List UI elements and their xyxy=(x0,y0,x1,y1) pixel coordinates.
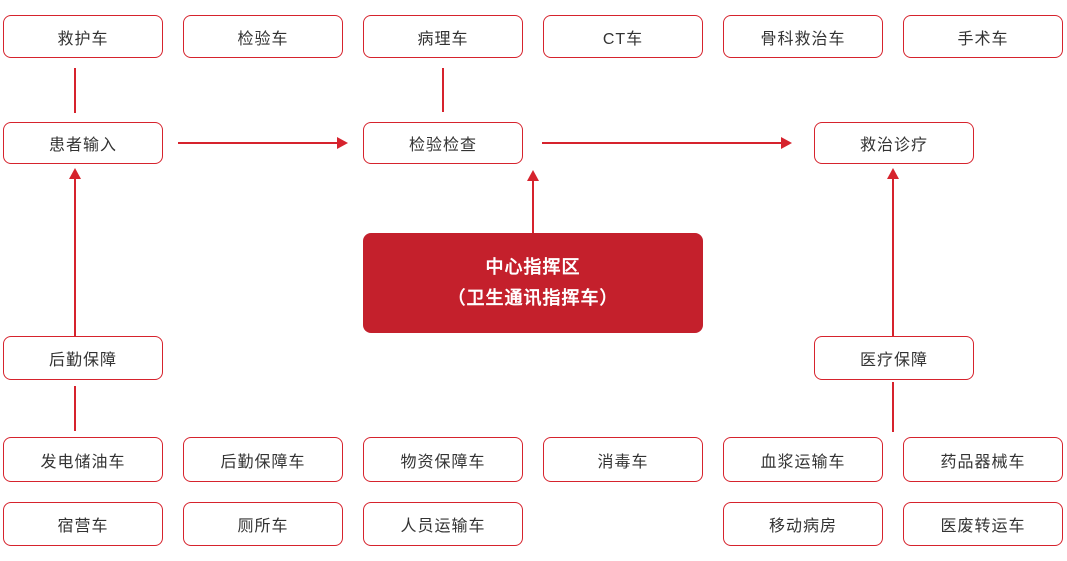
node-medicine-equipment-vehicle: 药品器械车 xyxy=(903,437,1063,482)
node-mobile-ward: 移动病房 xyxy=(723,502,883,546)
line-pathology-to-examination xyxy=(442,68,444,112)
node-pathology-vehicle: 病理车 xyxy=(363,15,523,58)
arrow-command-to-examination xyxy=(532,179,534,233)
central-command-subtitle: （卫生通讯指挥车） xyxy=(447,288,619,308)
node-examination-inspection: 检验检查 xyxy=(363,122,523,164)
node-personnel-transport-vehicle: 人员运输车 xyxy=(363,502,523,546)
arrow-logistics-to-patient-input xyxy=(74,177,76,336)
line-patient-input-to-ambulance xyxy=(74,68,76,113)
arrow-examination-to-treatment xyxy=(542,142,782,144)
arrowhead-examination-to-treatment xyxy=(781,137,792,149)
arrow-patient-input-to-examination xyxy=(178,142,338,144)
line-logistics-to-power-vehicle xyxy=(74,386,76,431)
arrow-medical-support-to-treatment xyxy=(892,177,894,336)
node-patient-input: 患者输入 xyxy=(3,122,163,164)
node-orthopedic-treatment-vehicle: 骨科救治车 xyxy=(723,15,883,58)
node-camping-vehicle: 宿营车 xyxy=(3,502,163,546)
node-surgery-vehicle: 手术车 xyxy=(903,15,1063,58)
node-logistics-support: 后勤保障 xyxy=(3,336,163,380)
node-laboratory-vehicle: 检验车 xyxy=(183,15,343,58)
node-toilet-vehicle: 厕所车 xyxy=(183,502,343,546)
arrowhead-command-to-examination xyxy=(527,170,539,181)
node-material-support-vehicle: 物资保障车 xyxy=(363,437,523,482)
node-medical-support: 医疗保障 xyxy=(814,336,974,380)
node-treatment-diagnosis: 救治诊疗 xyxy=(814,122,974,164)
node-plasma-transport-vehicle: 血浆运输车 xyxy=(723,437,883,482)
node-disinfection-vehicle: 消毒车 xyxy=(543,437,703,482)
node-ct-vehicle: CT车 xyxy=(543,15,703,58)
node-power-generation-oil-storage-vehicle: 发电储油车 xyxy=(3,437,163,482)
node-medical-waste-transfer-vehicle: 医废转运车 xyxy=(903,502,1063,546)
arrowhead-logistics-to-patient-input xyxy=(69,168,81,179)
node-central-command-area: 中心指挥区 （卫生通讯指挥车） xyxy=(363,233,703,333)
arrowhead-patient-input-to-examination xyxy=(337,137,348,149)
line-medical-support-to-vehicles xyxy=(892,382,894,432)
node-ambulance-vehicle: 救护车 xyxy=(3,15,163,58)
arrowhead-medical-support-to-treatment xyxy=(887,168,899,179)
node-logistics-support-vehicle: 后勤保障车 xyxy=(183,437,343,482)
central-command-title: 中心指挥区 xyxy=(485,257,581,277)
